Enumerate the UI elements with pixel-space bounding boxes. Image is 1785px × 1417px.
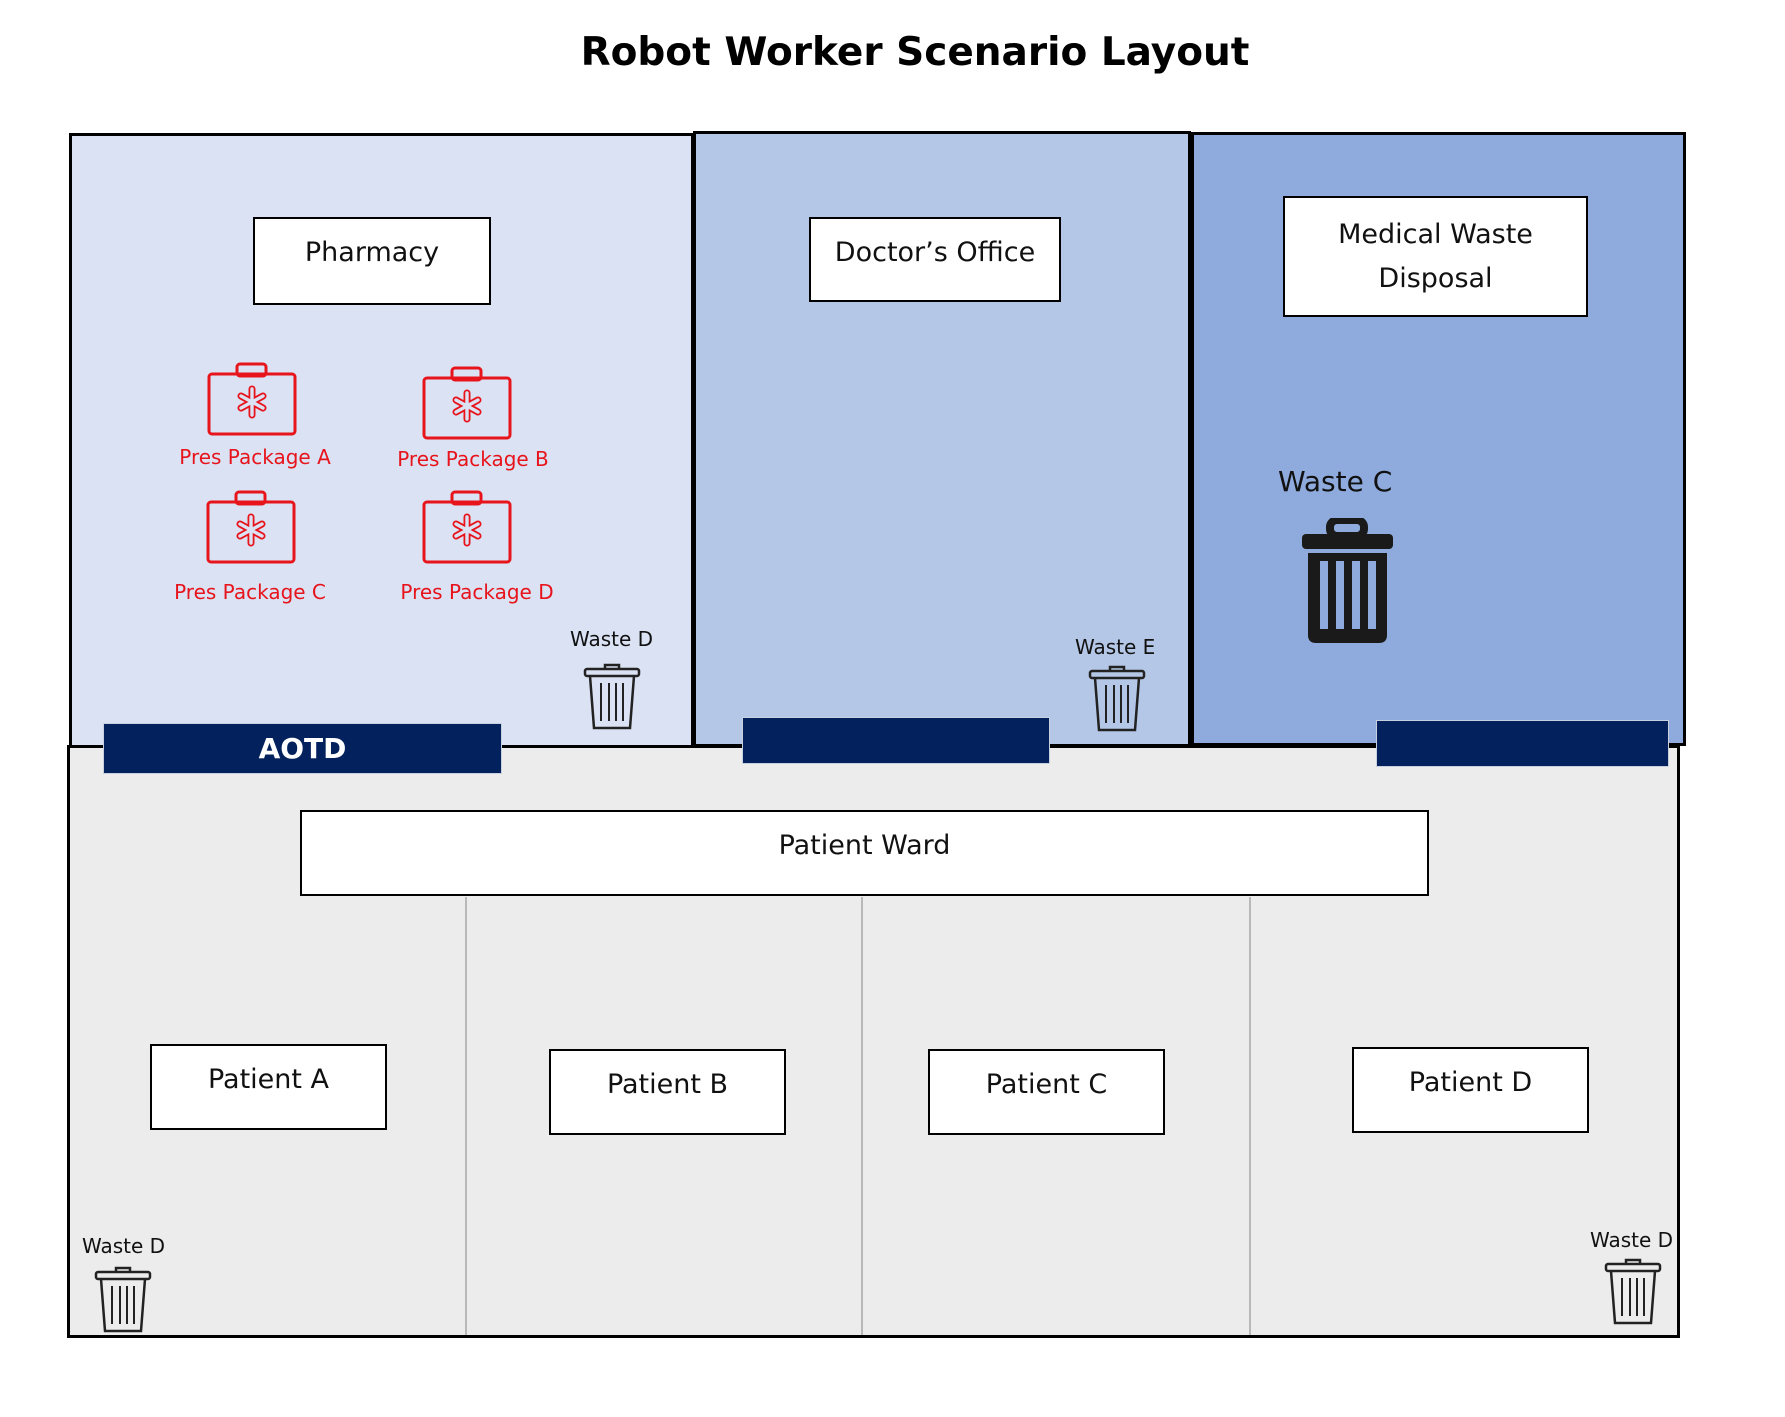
ward-divider bbox=[1249, 897, 1251, 1335]
patient-b-box[interactable]: Patient B bbox=[549, 1049, 786, 1135]
waste-label: Waste D bbox=[82, 1234, 166, 1258]
package-label: Pres Package B bbox=[397, 447, 549, 471]
medical-kit-icon[interactable] bbox=[422, 490, 512, 565]
waste-label: Waste D bbox=[570, 627, 654, 651]
pharmacy-label-text: Pharmacy bbox=[304, 237, 440, 268]
trash-icon[interactable] bbox=[1088, 665, 1146, 733]
patient-d-box[interactable]: Patient D bbox=[1352, 1047, 1589, 1133]
patient-label: Patient D bbox=[1408, 1067, 1533, 1098]
waste-label: Waste E bbox=[1075, 635, 1156, 659]
door-label: AOTD bbox=[258, 732, 347, 765]
patient-ward-label-text: Patient Ward bbox=[778, 830, 951, 861]
trash-icon[interactable] bbox=[583, 663, 641, 731]
waste-disposal-label-text: Medical Waste Disposal bbox=[1338, 218, 1533, 294]
medical-kit-icon[interactable] bbox=[422, 366, 512, 441]
medical-kit-icon[interactable] bbox=[207, 362, 297, 437]
trash-solid-icon[interactable] bbox=[1300, 518, 1395, 645]
pharmacy-label: Pharmacy bbox=[253, 217, 491, 305]
ward-divider bbox=[465, 897, 467, 1335]
door-waste-disposal[interactable] bbox=[1377, 721, 1668, 766]
door-doctors-office[interactable] bbox=[743, 718, 1049, 763]
patient-a-box[interactable]: Patient A bbox=[150, 1044, 387, 1130]
trash-icon[interactable] bbox=[1604, 1258, 1662, 1326]
doctors-office-label: Doctor’s Office bbox=[809, 217, 1061, 302]
waste-label: Waste D bbox=[1590, 1228, 1674, 1252]
package-label: Pres Package A bbox=[179, 445, 331, 469]
package-label: Pres Package D bbox=[400, 580, 554, 604]
medical-kit-icon[interactable] bbox=[206, 490, 296, 565]
diagram-title: Robot Worker Scenario Layout bbox=[580, 30, 1250, 75]
patient-c-box[interactable]: Patient C bbox=[928, 1049, 1165, 1135]
patient-ward-label: Patient Ward bbox=[300, 810, 1429, 896]
patient-label: Patient A bbox=[207, 1064, 330, 1095]
patient-label: Patient C bbox=[985, 1069, 1108, 1100]
ward-divider bbox=[861, 897, 863, 1335]
doctors-office-label-text: Doctor’s Office bbox=[834, 237, 1036, 268]
waste-label: Waste C bbox=[1278, 465, 1393, 498]
package-label: Pres Package C bbox=[174, 580, 326, 604]
patient-label: Patient B bbox=[606, 1069, 729, 1100]
trash-icon[interactable] bbox=[94, 1266, 152, 1334]
door-pharmacy[interactable]: AOTD bbox=[104, 724, 501, 773]
waste-disposal-label: Medical Waste Disposal bbox=[1283, 196, 1588, 317]
